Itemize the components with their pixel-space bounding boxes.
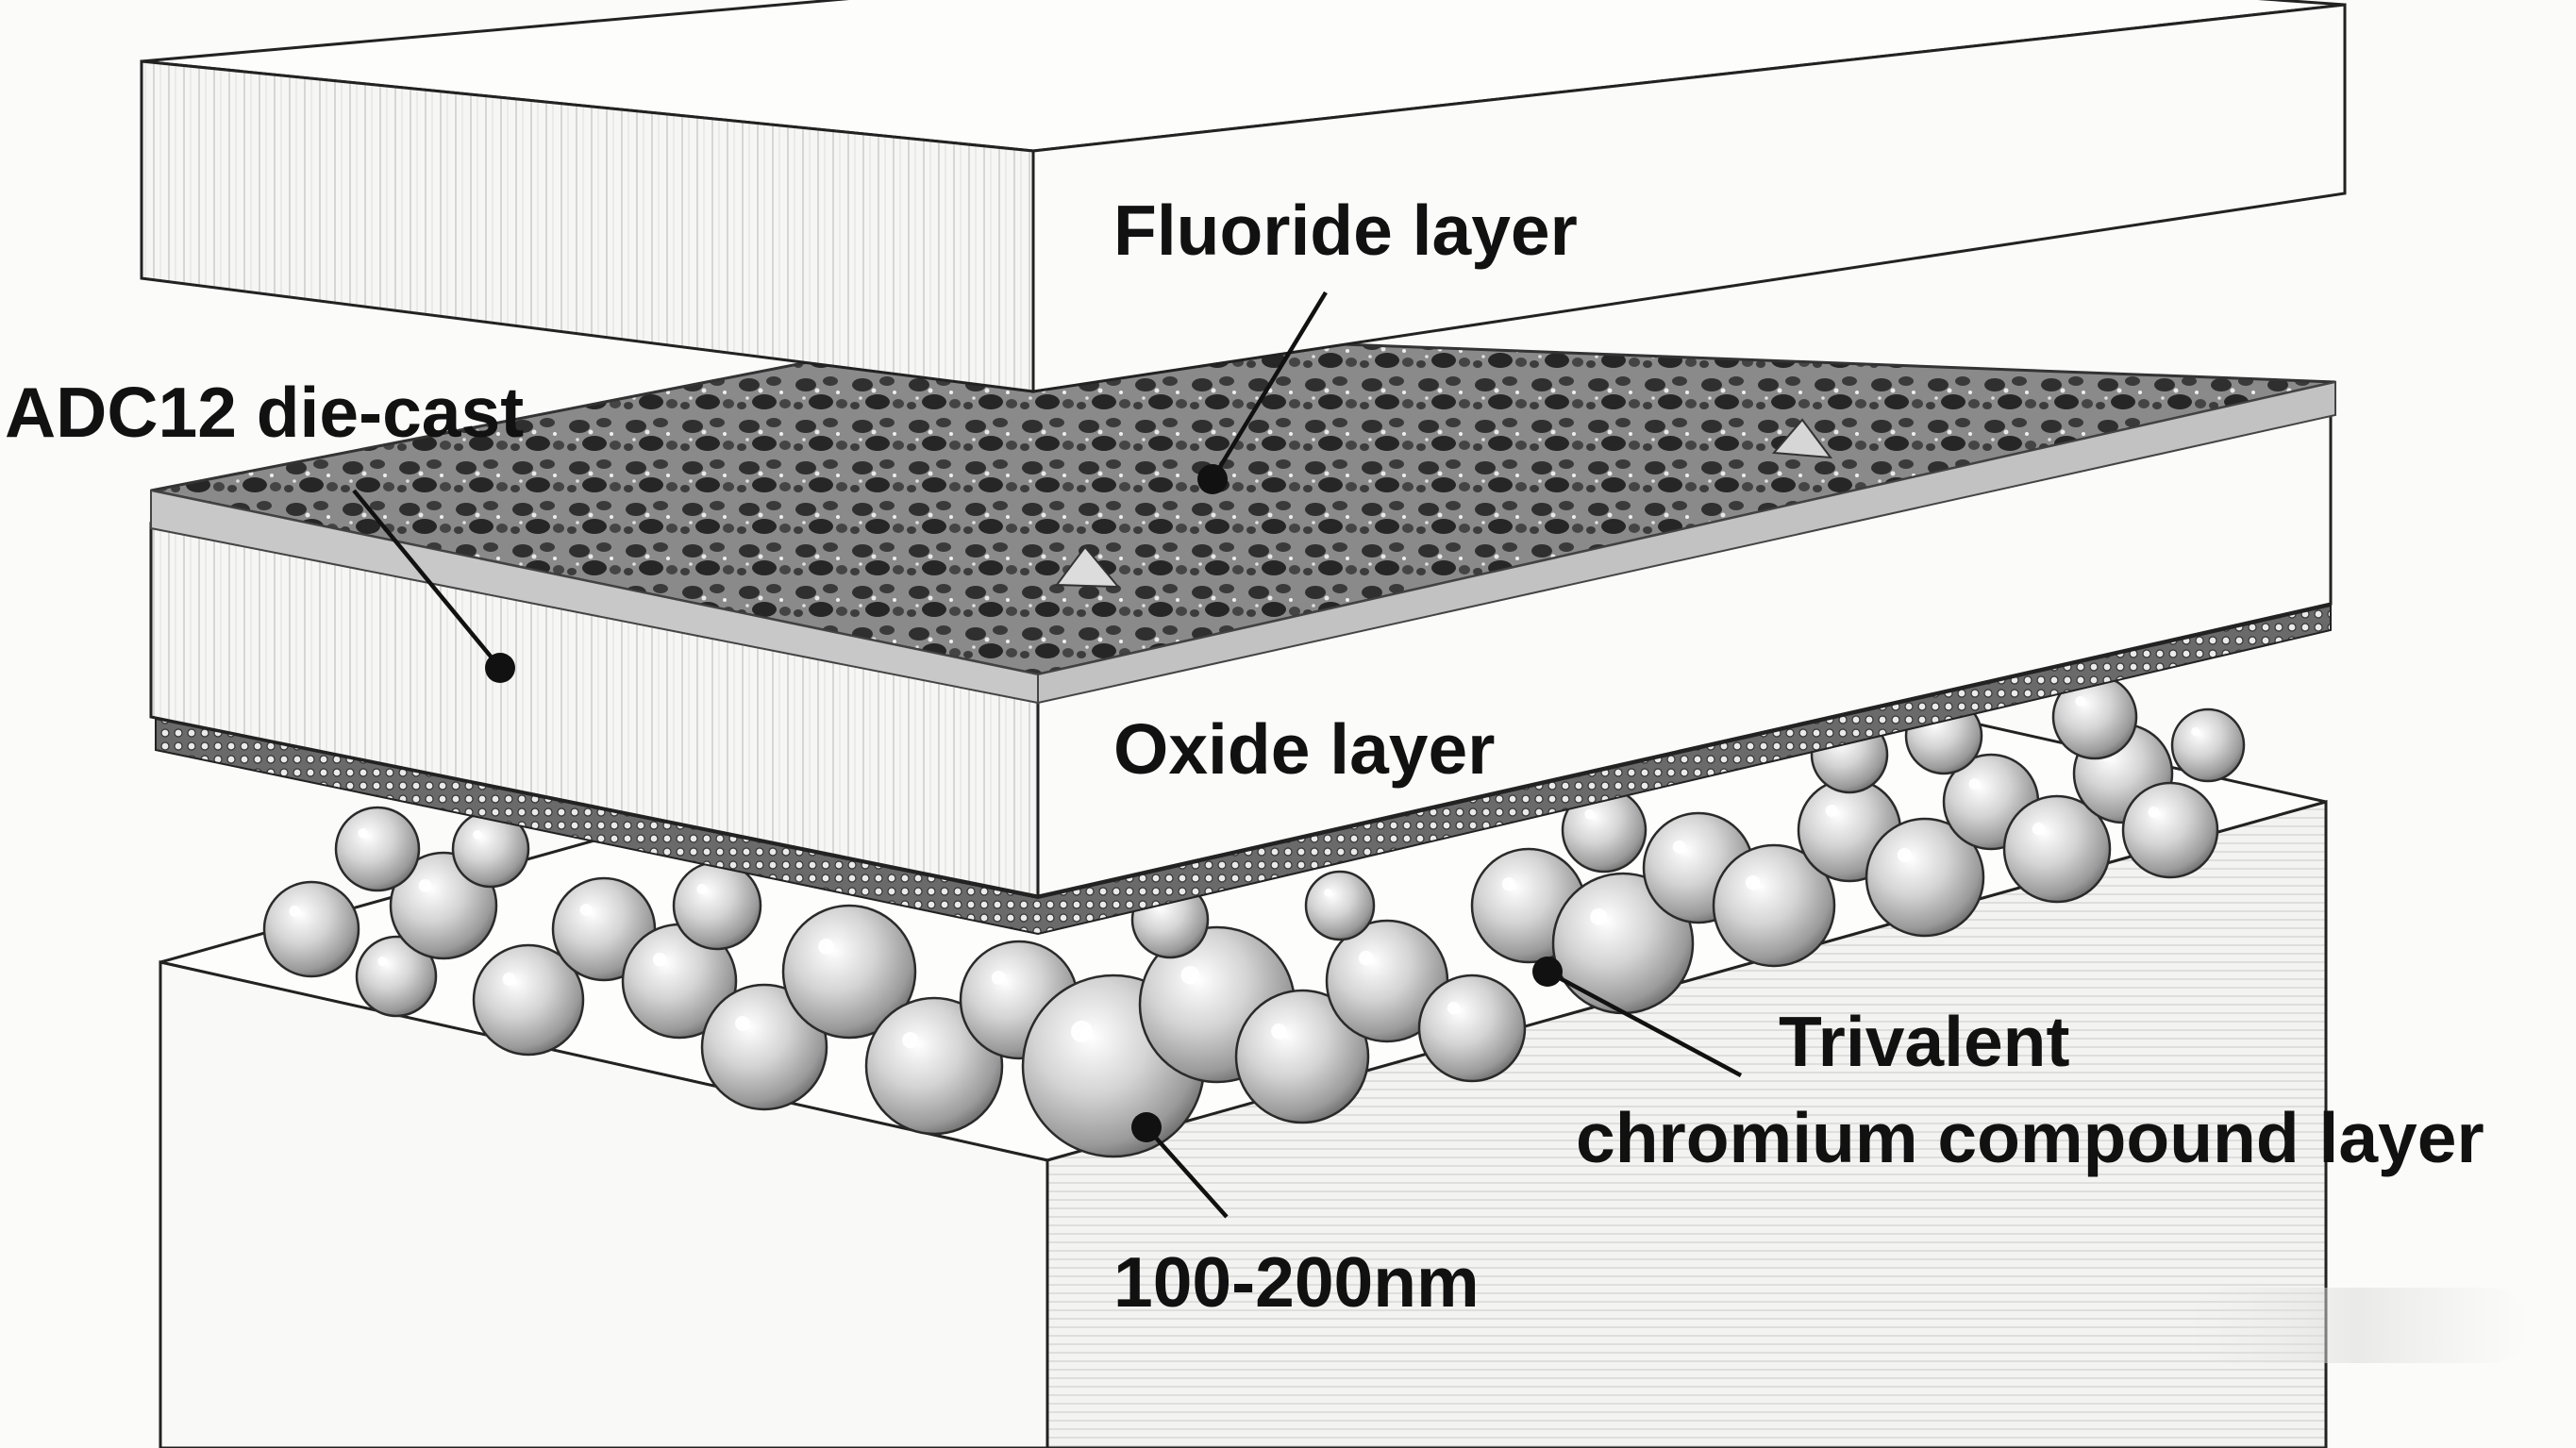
chromium-sphere	[262, 880, 360, 978]
thickness-label: 100-200nm	[1113, 1242, 1480, 1322]
chromium-sphere	[472, 943, 585, 1057]
sphere-highlight	[2075, 696, 2085, 707]
chromium-sphere	[700, 983, 828, 1111]
sphere-highlight	[652, 953, 667, 967]
bead-band	[155, 604, 2332, 936]
thickness-pointer-dot	[1131, 1112, 1162, 1142]
sphere-highlight	[1584, 809, 1595, 820]
chromium-sphere	[1417, 974, 1527, 1083]
sphere-highlight	[1271, 1024, 1287, 1040]
adc12-pointer-dot	[485, 653, 515, 683]
adc12-die-cast-label: ADC12 die-cast	[5, 373, 524, 452]
sphere-highlight	[1968, 778, 1981, 790]
chromium-sphere	[2002, 794, 2112, 904]
chromium-sphere	[355, 935, 438, 1018]
chromium-sphere	[672, 860, 762, 951]
porous-fluoride-layer	[150, 328, 2336, 705]
sphere-highlight	[1180, 965, 1200, 985]
oxide-layer-label: Oxide layer	[1113, 709, 1495, 789]
sphere-highlight	[902, 1032, 919, 1049]
sphere-highlight	[473, 830, 482, 840]
sphere-highlight	[1745, 875, 1761, 890]
sphere-highlight	[1070, 1021, 1093, 1043]
sphere-highlight	[734, 1016, 750, 1031]
sphere-highlight	[991, 971, 1006, 985]
sphere-highlight	[1672, 841, 1686, 854]
sphere-highlight	[358, 828, 368, 839]
chromium-sphere	[2121, 781, 2219, 879]
sphere-highlight	[818, 939, 834, 955]
sphere-highlight	[1358, 951, 1374, 966]
chromium-sphere	[864, 996, 1004, 1136]
trivalent-pointer-dot	[1532, 957, 1563, 987]
sphere-highlight	[1447, 1002, 1461, 1015]
chromium-sphere	[781, 904, 917, 1040]
chromium-sphere	[1304, 870, 1376, 941]
sphere-highlight	[1897, 848, 1912, 862]
sphere-highlight	[502, 973, 516, 986]
sphere-highlight	[289, 906, 301, 917]
sphere-highlight	[2148, 807, 2160, 818]
chromium-sphere-cluster	[262, 674, 2246, 1158]
top-block	[140, 0, 2347, 393]
trivalent-label-line1: Trivalent	[1779, 1002, 2069, 1081]
leader-lines	[352, 291, 1743, 1219]
sphere-highlight	[1324, 889, 1332, 897]
sphere-highlight	[696, 884, 708, 895]
sphere-highlight	[1590, 908, 1607, 925]
sphere-highlight	[418, 879, 432, 892]
fluoride-layer-label: Fluoride layer	[1113, 191, 1578, 270]
chromium-sphere	[334, 806, 421, 892]
chromium-sphere	[1712, 843, 1836, 968]
chromium-sphere	[2170, 707, 2246, 783]
sphere-highlight	[579, 904, 593, 916]
sphere-highlight	[1825, 805, 1838, 817]
sphere-highlight	[2032, 823, 2046, 836]
sphere-highlight	[1501, 877, 1516, 891]
chromium-sphere	[1865, 817, 1985, 938]
trivalent-label-line2: chromium compound layer	[1576, 1098, 2484, 1177]
sphere-highlight	[377, 957, 388, 967]
chromium-sphere	[1234, 989, 1370, 1124]
sphere-highlight	[2191, 727, 2200, 737]
fluoride-pointer-dot	[1197, 464, 1228, 494]
